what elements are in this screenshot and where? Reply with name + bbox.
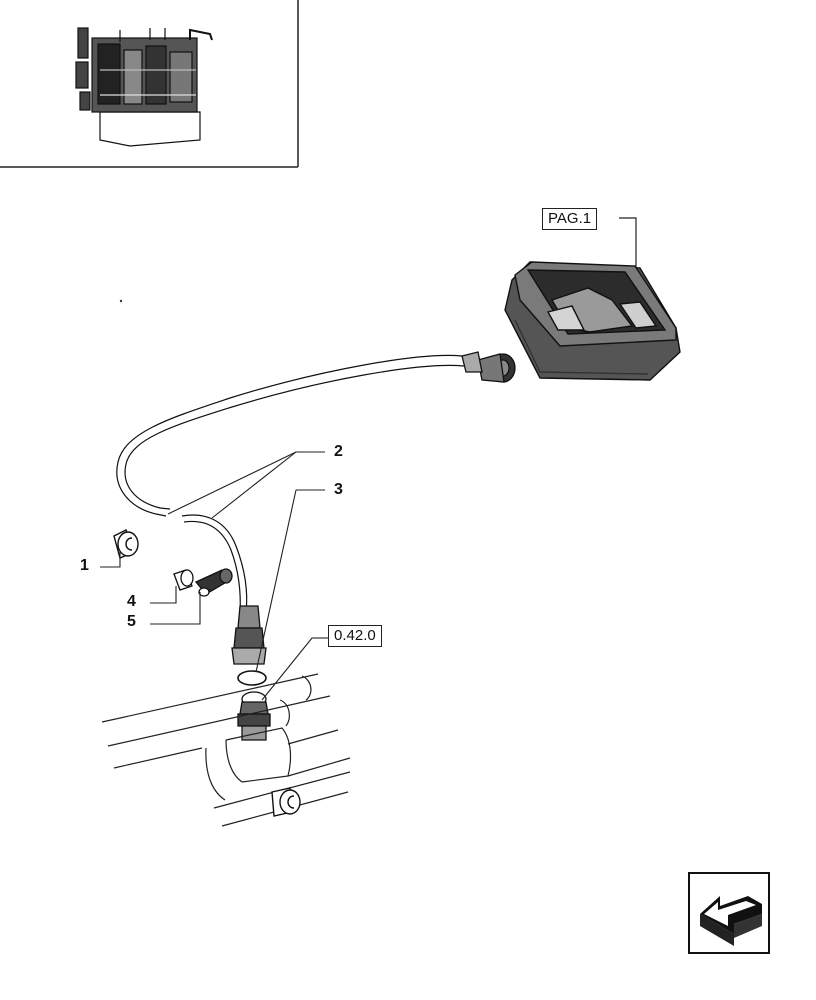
cable-upper-fitting	[461, 351, 516, 383]
callout-4: 4	[127, 593, 136, 610]
back-arrow-icon	[700, 896, 762, 946]
back-button[interactable]	[688, 872, 770, 954]
engine-plug	[271, 787, 301, 817]
callout-2: 2	[334, 443, 343, 460]
cable-lower-connector	[231, 605, 267, 665]
callout-3: 3	[334, 481, 343, 498]
o-ring-part	[237, 670, 267, 686]
page-ref-box[interactable]: PAG.1	[542, 208, 598, 230]
instrument-housing	[504, 261, 681, 381]
engine-block-outline	[101, 673, 351, 827]
engine-thumbnail-icon	[75, 27, 213, 147]
adapter-fitting	[237, 691, 271, 741]
clip-part	[194, 568, 233, 597]
callout-1: 1	[80, 557, 89, 574]
callout-5: 5	[127, 613, 136, 630]
bushing-part	[113, 529, 139, 559]
section-ref-box[interactable]: 0.42.0	[328, 625, 382, 647]
sleeve-part	[173, 569, 194, 591]
leader-lines	[100, 451, 328, 701]
page-ref-leader	[619, 217, 637, 272]
drive-cable	[116, 354, 465, 615]
stray-dot	[119, 299, 123, 303]
